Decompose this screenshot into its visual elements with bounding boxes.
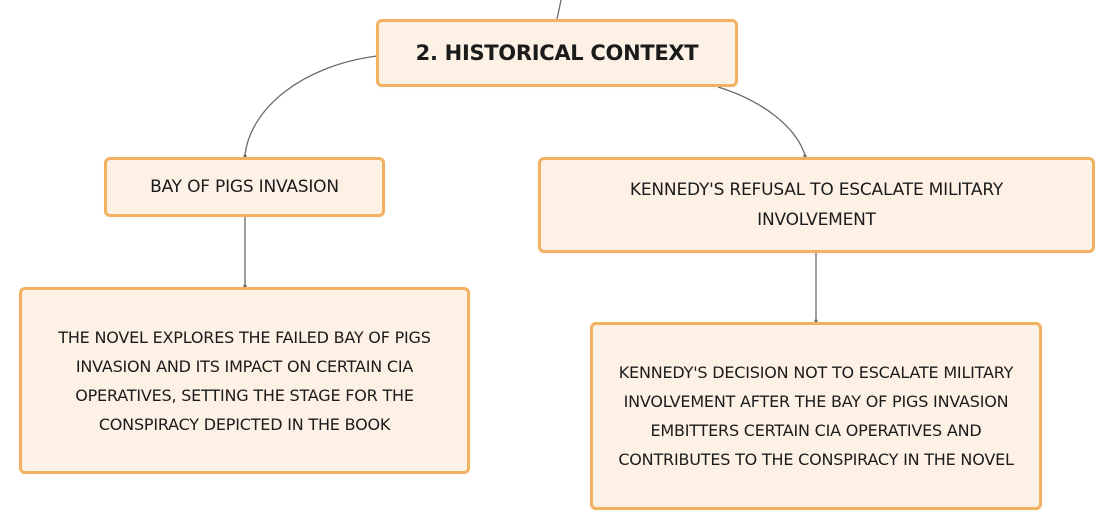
subtopic-label: BAY OF PIGS INVASION [150, 177, 339, 197]
detail-node-kennedy-decision[interactable]: KENNEDY'S DECISION NOT TO ESCALATE MILIT… [590, 322, 1042, 510]
subtopic-node-bay-of-pigs[interactable]: BAY OF PIGS INVASION [104, 157, 385, 217]
detail-text: KENNEDY'S DECISION NOT TO ESCALATE MILIT… [618, 363, 1014, 469]
connector-parent-to-root [556, 0, 562, 20]
subtopic-node-kennedy-refusal[interactable]: KENNEDY'S REFUSAL TO ESCALATE MILITARY I… [538, 157, 1095, 253]
connector-root-to-bay-of-pigs [244, 55, 378, 156]
connector-root-to-kennedy [717, 86, 806, 156]
detail-node-bay-of-pigs[interactable]: THE NOVEL EXPLORES THE FAILED BAY OF PIG… [19, 287, 470, 474]
root-topic-label: 2. HISTORICAL CONTEXT [415, 41, 699, 65]
root-topic-node[interactable]: 2. HISTORICAL CONTEXT [376, 19, 738, 87]
detail-text: THE NOVEL EXPLORES THE FAILED BAY OF PIG… [58, 327, 431, 434]
subtopic-label: KENNEDY'S REFUSAL TO ESCALATE MILITARY I… [629, 180, 1004, 230]
